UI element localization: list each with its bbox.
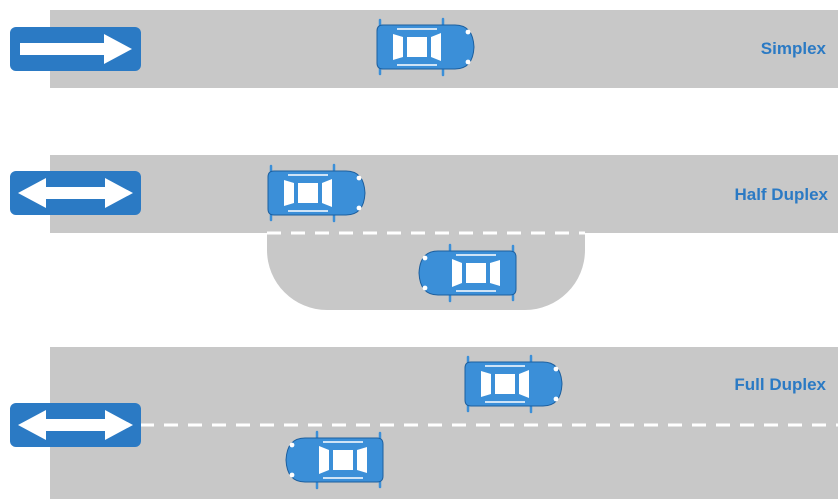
car-icon	[465, 356, 562, 412]
simplex-label: Simplex	[761, 39, 826, 59]
two-way-arrow-icon	[10, 171, 141, 215]
car-icon	[286, 432, 383, 488]
car-icon	[419, 245, 516, 301]
two-way-arrow-icon	[10, 403, 141, 447]
car-icon	[268, 165, 365, 221]
car-icon	[377, 19, 474, 75]
full-duplex-road	[50, 347, 838, 499]
full-duplex-label: Full Duplex	[734, 375, 826, 395]
half-duplex-label: Half Duplex	[734, 185, 828, 205]
one-way-arrow-icon	[10, 27, 141, 71]
half-duplex-road	[50, 155, 838, 233]
